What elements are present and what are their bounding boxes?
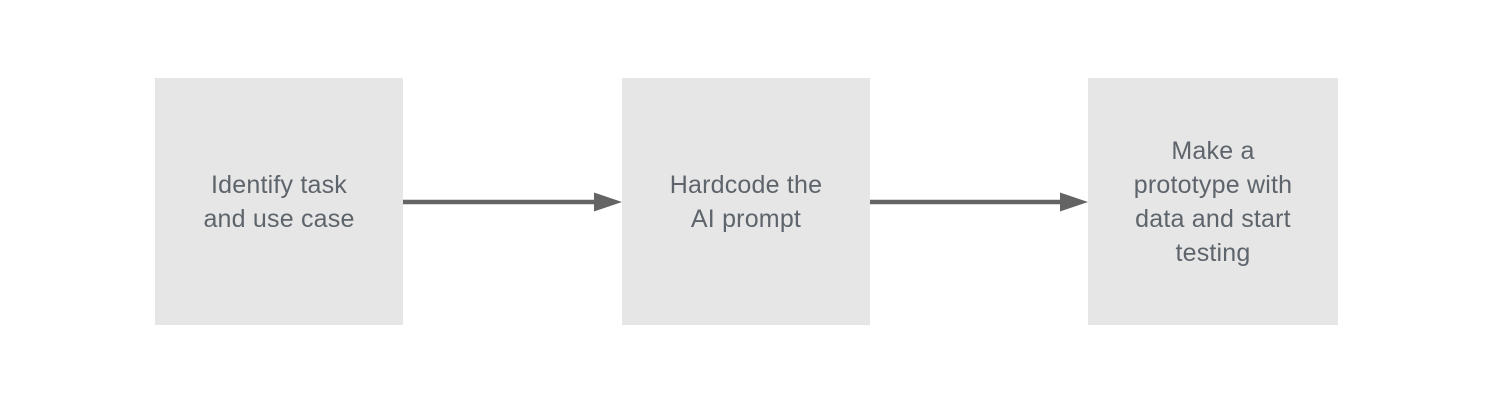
flow-node-step-3: Make a prototype with data and start tes… — [1088, 78, 1338, 325]
arrow-step2-to-step3 — [870, 192, 1088, 212]
node-label-step-2: Hardcode the AI prompt — [669, 170, 823, 233]
arrow-head-icon — [594, 192, 622, 212]
flow-node-step-1: Identify task and use case — [155, 78, 403, 325]
flow-node-step-2: Hardcode the AI prompt — [622, 78, 870, 325]
node-label-step-3: Make a prototype with data and start tes… — [1133, 136, 1293, 267]
node-label-step-1: Identify task and use case — [203, 170, 355, 233]
arrow-step1-to-step2 — [403, 192, 622, 212]
arrow-head-icon — [1060, 192, 1088, 212]
